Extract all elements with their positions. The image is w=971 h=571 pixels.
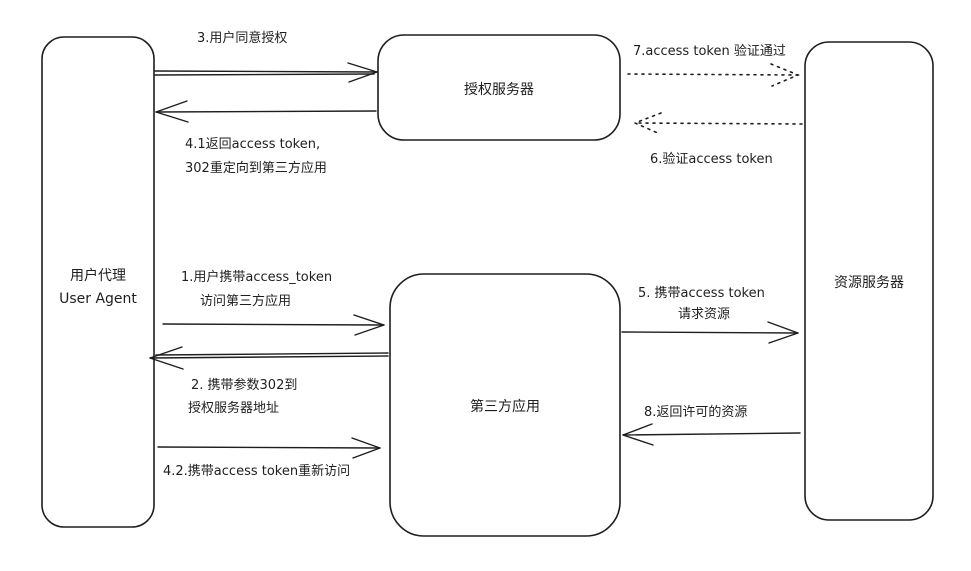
- edge-5-line: [621, 331, 799, 334]
- edge-1-label-line1: 1.用户携带access_token: [181, 269, 332, 285]
- edge-7-arrowhead: [770, 63, 801, 87]
- edge-4-2-label: 4.2.携带access token重新访问: [163, 463, 350, 479]
- user-agent-label-cn: 用户代理: [70, 267, 126, 284]
- edge-3-arrowhead: [347, 62, 378, 83]
- user-agent-node: 用户代理 User Agent: [41, 36, 155, 528]
- edge-2-label-line1: 2. 携带参数302到: [191, 377, 297, 393]
- edge-8-return-resource: 8.返回许可的资源: [622, 404, 801, 446]
- edge-5-request-resource: 5. 携带access token 请求资源: [621, 285, 799, 344]
- edge-7-token-valid: 7.access token 验证通过: [627, 43, 801, 87]
- edge-1-line: [162, 323, 385, 326]
- edge-2-redirect-auth: 2. 携带参数302到 授权服务器地址: [149, 346, 389, 416]
- user-agent-label-en: User Agent: [59, 291, 137, 307]
- edge-7-label: 7.access token 验证通过: [633, 43, 786, 59]
- edge-3-line-sketch: [154, 73, 375, 76]
- edge-1-label-line2: 访问第三方应用: [200, 293, 291, 309]
- resource-server-label: 资源服务器: [834, 275, 904, 291]
- edge-5-label-line1: 5. 携带access token: [638, 285, 765, 301]
- edge-5-arrowhead: [767, 321, 799, 344]
- edge-4-2-arrowhead: [351, 437, 381, 459]
- edge-1-arrowhead: [353, 314, 385, 336]
- resource-server-node: 资源服务器: [804, 41, 934, 521]
- edge-4-1-arrowhead: [155, 100, 189, 123]
- auth-server-box: [377, 34, 621, 141]
- edge-4-2-revisit: 4.2.携带access token重新访问: [157, 437, 381, 479]
- edge-6-verify-token: 6.验证access token: [632, 112, 803, 167]
- edge-1-access-app: 1.用户携带access_token 访问第三方应用: [162, 269, 385, 336]
- edge-6-line: [636, 122, 803, 125]
- edge-6-arrowhead: [632, 112, 662, 135]
- edge-5-label-line2: 请求资源: [678, 307, 730, 322]
- edge-2-line-sketch: [155, 352, 389, 356]
- third-party-app-label: 第三方应用: [470, 398, 540, 415]
- edge-8-line: [622, 432, 801, 436]
- edge-4-1-line: [155, 110, 377, 113]
- edge-7-line: [627, 73, 798, 76]
- edge-4-2-line: [157, 446, 381, 449]
- edge-2-line: [149, 355, 389, 359]
- resource-server-box: [804, 41, 934, 521]
- edge-3-user-consent: 3.用户同意授权: [154, 30, 378, 83]
- auth-server-node: 授权服务器: [377, 34, 621, 141]
- auth-server-label: 授权服务器: [464, 82, 534, 98]
- third-party-app-node: 第三方应用: [389, 273, 621, 537]
- edge-6-label: 6.验证access token: [650, 151, 773, 167]
- edge-4-1-label-line1: 4.1返回access token,: [185, 137, 320, 152]
- edge-2-label-line2: 授权服务器地址: [188, 400, 279, 416]
- edge-3-label: 3.用户同意授权: [197, 30, 287, 46]
- edge-2-arrowhead: [149, 346, 184, 370]
- third-party-app-box: [389, 273, 621, 537]
- edge-3-line: [154, 70, 378, 73]
- edge-4-1-return-token: 4.1返回access token, 302重定向到第三方应用: [155, 100, 377, 176]
- user-agent-box: [41, 36, 155, 528]
- edge-4-1-label-line2: 302重定向到第三方应用: [185, 160, 327, 176]
- edge-8-label: 8.返回许可的资源: [644, 404, 747, 420]
- edge-8-arrowhead: [622, 423, 654, 446]
